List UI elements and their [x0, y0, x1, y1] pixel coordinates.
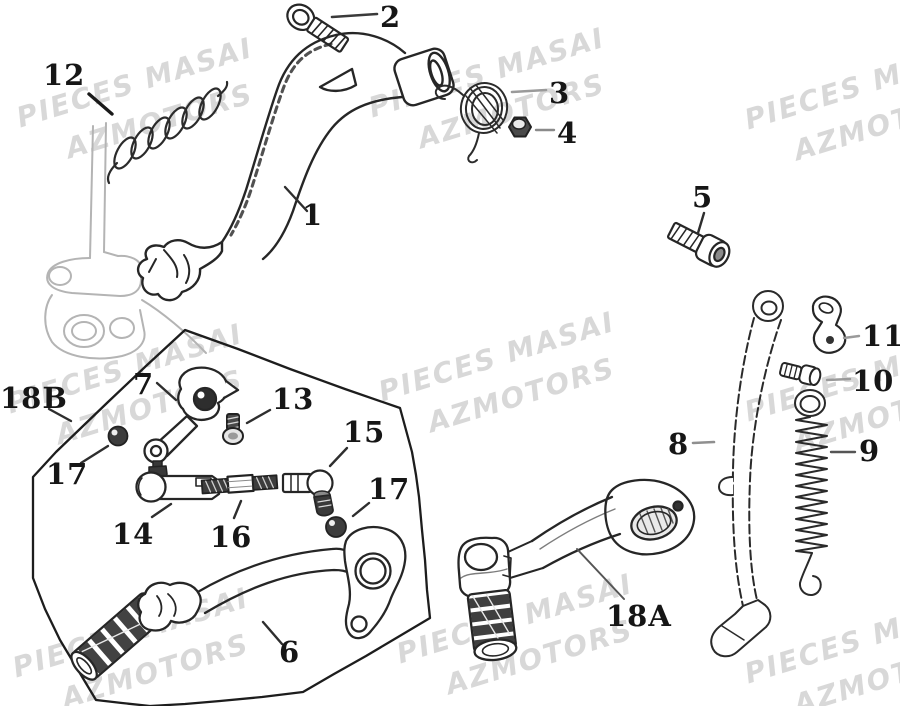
- group-18b-outline: [31, 328, 432, 706]
- part-label-17: 17: [368, 472, 411, 506]
- part-label-17: 17: [46, 457, 89, 491]
- leader-lines: [47, 12, 861, 646]
- bolt-2: [286, 3, 350, 53]
- part-label-11: 11: [862, 319, 900, 353]
- part-label-14: 14: [112, 517, 155, 551]
- kick-shaft-ghost: [44, 122, 207, 360]
- shift-arm-7: [143, 366, 240, 464]
- nut-4: [508, 116, 532, 138]
- part-label-18A: 18A: [606, 599, 672, 633]
- stand-bracket-11: [811, 295, 847, 354]
- part-label-8: 8: [668, 427, 690, 461]
- part-label-2: 2: [380, 0, 402, 34]
- part-label-9: 9: [859, 434, 881, 468]
- part-label-13: 13: [272, 382, 315, 416]
- gear-lever-6: [70, 525, 407, 681]
- bolt-13: [222, 413, 244, 445]
- part-label-3: 3: [549, 76, 571, 110]
- kick-shaft-spring: [106, 80, 229, 185]
- part-label-18B: 18B: [0, 381, 68, 415]
- nut-17-left: [107, 425, 129, 447]
- part-label-1: 1: [302, 198, 324, 232]
- stand-spring-9: [794, 389, 828, 596]
- gear-lever-18a: [457, 478, 696, 662]
- part-label-12: 12: [43, 58, 86, 92]
- part-label-10: 10: [852, 364, 895, 398]
- link-rod-16: [200, 473, 279, 495]
- part-label-15: 15: [343, 415, 386, 449]
- part-label-6: 6: [279, 635, 301, 669]
- bolt-5: [666, 221, 731, 268]
- part-label-7: 7: [133, 367, 155, 401]
- part-label-5: 5: [692, 180, 714, 214]
- kick-start-lever: [136, 31, 455, 302]
- return-spring-3: [434, 82, 509, 164]
- side-stand-8: [710, 290, 784, 658]
- nut-17-right: [325, 516, 347, 538]
- part-label-4: 4: [557, 116, 579, 150]
- part-label-16: 16: [210, 520, 253, 554]
- pivot-bolt-10: [779, 362, 822, 387]
- tie-rod-end-15: [281, 469, 334, 517]
